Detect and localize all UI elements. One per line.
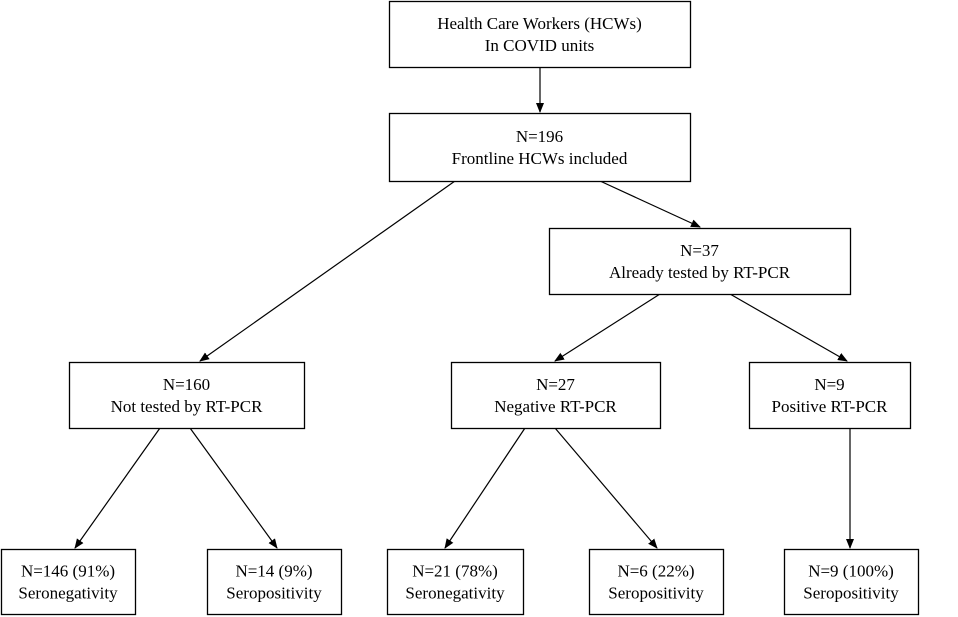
node-nt-seropos: N=14 (9%) Seropositivity <box>206 548 343 616</box>
node-line2: Seronegativity <box>18 584 118 603</box>
arrow-tested-to-negative <box>554 293 661 362</box>
node-line1: N=160 <box>163 375 210 394</box>
node-line1: Health Care Workers (HCWs) <box>437 14 642 33</box>
node-box <box>68 361 306 430</box>
node-line1: N=9 <box>814 375 844 394</box>
node-box <box>548 227 852 296</box>
node-line2: Frontline HCWs included <box>452 149 628 168</box>
arrow-negative-to-neg-seropos <box>554 427 658 549</box>
node-box <box>388 0 692 69</box>
node-line2: Not tested by RT-PCR <box>111 397 263 416</box>
node-box <box>783 548 920 616</box>
node-line1: N=27 <box>536 375 575 394</box>
node-line1: N=196 <box>516 127 563 146</box>
arrow-negative-to-neg-seroneg <box>444 427 526 549</box>
node-line2: Seropositivity <box>803 584 899 603</box>
node-line2: Positive RT-PCR <box>772 397 889 416</box>
node-box <box>748 361 912 430</box>
node-box <box>0 548 137 616</box>
node-box <box>588 548 725 616</box>
node-nt-seroneg: N=146 (91%) Seronegativity <box>0 548 137 616</box>
node-box <box>206 548 343 616</box>
node-box <box>388 112 692 183</box>
arrow-not-tested-to-nt-seroneg <box>74 427 161 549</box>
arrow-tested-to-positive <box>729 293 848 362</box>
node-line2: Seropositivity <box>226 584 322 603</box>
node-line2: Seronegativity <box>405 584 505 603</box>
node-line2: Already tested by RT-PCR <box>609 263 791 282</box>
node-line2: In COVID units <box>485 36 595 55</box>
node-line2: Negative RT-PCR <box>494 397 617 416</box>
node-line1: N=21 (78%) <box>412 562 498 581</box>
node-line1: N=37 <box>680 241 719 260</box>
node-line2: Seropositivity <box>608 584 704 603</box>
node-box <box>450 361 662 430</box>
node-neg-seropos: N=6 (22%) Seropositivity <box>588 548 725 616</box>
arrow-included-to-not-tested <box>199 180 456 362</box>
edges-layer <box>74 67 854 549</box>
arrow-included-to-tested <box>599 180 701 228</box>
node-neg-seroneg: N=21 (78%) Seronegativity <box>386 548 525 616</box>
node-line1: N=6 (22%) <box>617 562 694 581</box>
nodes-layer: Health Care Workers (HCWs) In COVID units… <box>0 0 920 616</box>
node-box <box>386 548 525 616</box>
node-hcws: Health Care Workers (HCWs) In COVID units <box>388 0 692 69</box>
node-pos-seropos: N=9 (100%) Seropositivity <box>783 548 920 616</box>
node-line1: N=9 (100%) <box>808 562 894 581</box>
arrow-not-tested-to-nt-seropos <box>189 427 278 549</box>
node-line1: N=14 (9%) <box>235 562 312 581</box>
node-line1: N=146 (91%) <box>21 562 115 581</box>
